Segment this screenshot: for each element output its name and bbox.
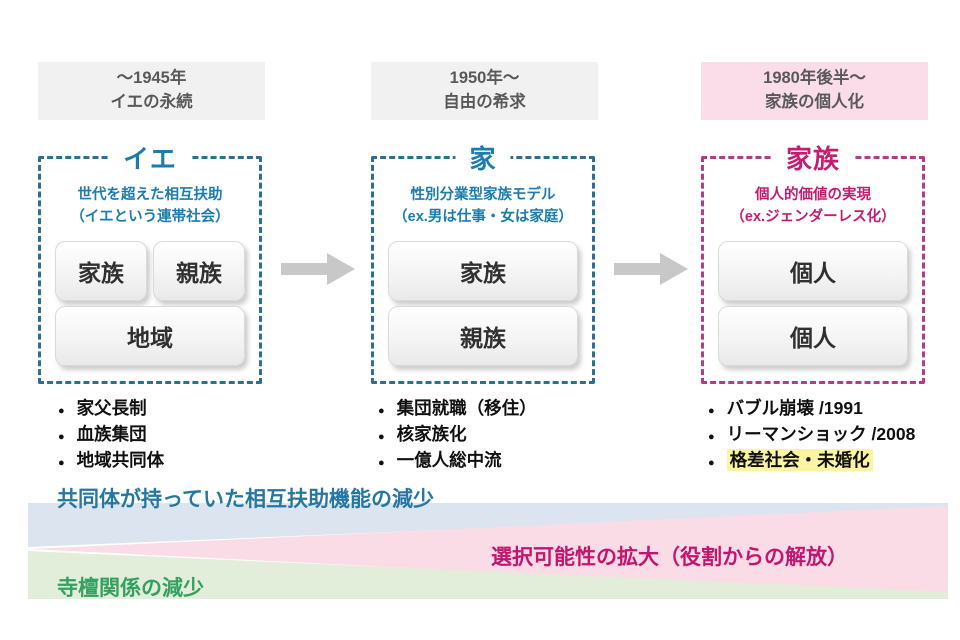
list-item-label: 地域共同体 <box>76 450 165 470</box>
list-item: ● 集団就職（移住） <box>378 397 537 422</box>
unit-box: 親族 <box>388 305 578 366</box>
era-period: 1950年～ <box>449 69 520 88</box>
list-item-label: 家父長制 <box>76 398 147 418</box>
list-item: ● バブル崩壊 /1991 <box>708 397 915 422</box>
bullet-list-2: ● 集団就職（移住） ● 核家族化 ● 一億人総中流 <box>378 397 537 475</box>
frame-subtitle-line1: 世代を超えた相互扶助 <box>77 187 223 203</box>
list-item-label: 集団就職（移住） <box>396 398 537 418</box>
bullet-dot-icon: ● <box>378 431 385 443</box>
unit-box: 親族 <box>153 240 245 301</box>
era-theme: 家族の個人化 <box>765 93 864 111</box>
bullet-dot-icon: ● <box>58 405 65 417</box>
bullet-dot-icon: ● <box>58 457 65 469</box>
list-item: ● 血族集団 <box>58 423 164 448</box>
bullet-dot-icon: ● <box>708 431 715 443</box>
list-item: ● 家父長制 <box>58 397 164 422</box>
trend-wedges <box>0 500 960 604</box>
bullet-list-3: ● バブル崩壊 /1991 ● リーマンショック /2008 ● 格差社会・未婚… <box>708 397 915 475</box>
frame-title: 家 <box>455 139 511 176</box>
frame-subtitle: 世代を超えた相互扶助 （イエという連帯社会） <box>41 185 259 229</box>
frame-subtitle: 個人的価値の実現 （ex.ジェンダーレス化） <box>704 185 922 229</box>
frame-title: イエ <box>109 139 191 176</box>
bullet-dot-icon: ● <box>708 405 715 417</box>
unit-box: 個人 <box>718 240 908 301</box>
era-theme: イエの永続 <box>110 93 193 111</box>
bullet-dot-icon: ● <box>378 457 385 469</box>
wedge-blue-shape <box>28 503 948 547</box>
list-item-label: 核家族化 <box>396 424 467 444</box>
unit-grid: 家族 親族 <box>374 229 592 366</box>
list-item-label: バブル崩壊 /1991 <box>726 398 863 418</box>
frame-kazoku: 家族 個人的価値の実現 （ex.ジェンダーレス化） 個人 個人 <box>701 139 925 384</box>
unit-grid: 家族 親族 地域 <box>41 229 259 366</box>
frame-subtitle-line2: （ex.男は仕事・女は家庭） <box>393 208 573 225</box>
bullet-dot-icon: ● <box>58 431 65 443</box>
unit-grid: 個人 個人 <box>704 229 922 366</box>
era-header-2: 1950年～ 自由の希求 <box>371 62 598 120</box>
list-item: ● 一億人総中流 <box>378 449 537 474</box>
frame-subtitle: 性別分業型家族モデル （ex.男は仕事・女は家庭） <box>374 185 592 229</box>
wedge-green-shape <box>28 551 948 599</box>
unit-box: 家族 <box>55 240 147 301</box>
list-item: ● 地域共同体 <box>58 449 164 474</box>
unit-box: 個人 <box>718 305 908 366</box>
era-period: 1980年後半～ <box>763 69 866 88</box>
unit-box: 地域 <box>55 305 245 366</box>
wedge-pink-label: 選択可能性の拡大（役割からの解放） <box>491 546 848 569</box>
unit-box: 家族 <box>388 240 578 301</box>
wedge-green-label: 寺檀関係の減少 <box>57 577 204 600</box>
era-header-1: ～1945年 イエの永続 <box>38 62 265 120</box>
list-item-label: リーマンショック /2008 <box>726 424 916 444</box>
wedge-shapes <box>28 503 948 599</box>
frame-title: 家族 <box>771 139 855 176</box>
frame-subtitle-line2: （ex.ジェンダーレス化） <box>730 208 896 225</box>
arrow-right-icon <box>281 253 355 285</box>
era-header-3: 1980年後半～ 家族の個人化 <box>701 62 928 120</box>
arrow-right-icon <box>614 253 688 285</box>
list-item-label: 血族集団 <box>76 424 147 444</box>
list-item: ● 核家族化 <box>378 423 537 448</box>
frame-subtitle-line2: （イエという連帯社会） <box>70 208 230 225</box>
list-item: ● 格差社会・未婚化 <box>708 449 915 474</box>
list-item-label: 一億人総中流 <box>396 450 502 470</box>
frame-subtitle-line1: 性別分業型家族モデル <box>410 187 556 203</box>
bullet-dot-icon: ● <box>378 405 385 417</box>
frame-ie: イエ 世代を超えた相互扶助 （イエという連帯社会） 家族 親族 地域 <box>38 139 262 384</box>
era-theme: 自由の希求 <box>443 93 526 111</box>
bullet-list-1: ● 家父長制 ● 血族集団 ● 地域共同体 <box>58 397 164 475</box>
wedge-blue-label: 共同体が持っていた相互扶助機能の減少 <box>57 488 434 511</box>
arrow-right-shape <box>614 253 688 285</box>
frame-subtitle-line1: 個人的価値の実現 <box>755 187 871 203</box>
bullet-dot-icon: ● <box>708 457 715 469</box>
wedge-pink-shape <box>30 506 948 595</box>
list-item: ● リーマンショック /2008 <box>708 423 915 448</box>
list-item-label-highlighted: 格差社会・未婚化 <box>726 449 873 471</box>
era-period: ～1945年 <box>116 69 187 88</box>
arrow-right-shape <box>281 253 355 285</box>
frame-ka: 家 性別分業型家族モデル （ex.男は仕事・女は家庭） 家族 親族 <box>371 139 595 384</box>
